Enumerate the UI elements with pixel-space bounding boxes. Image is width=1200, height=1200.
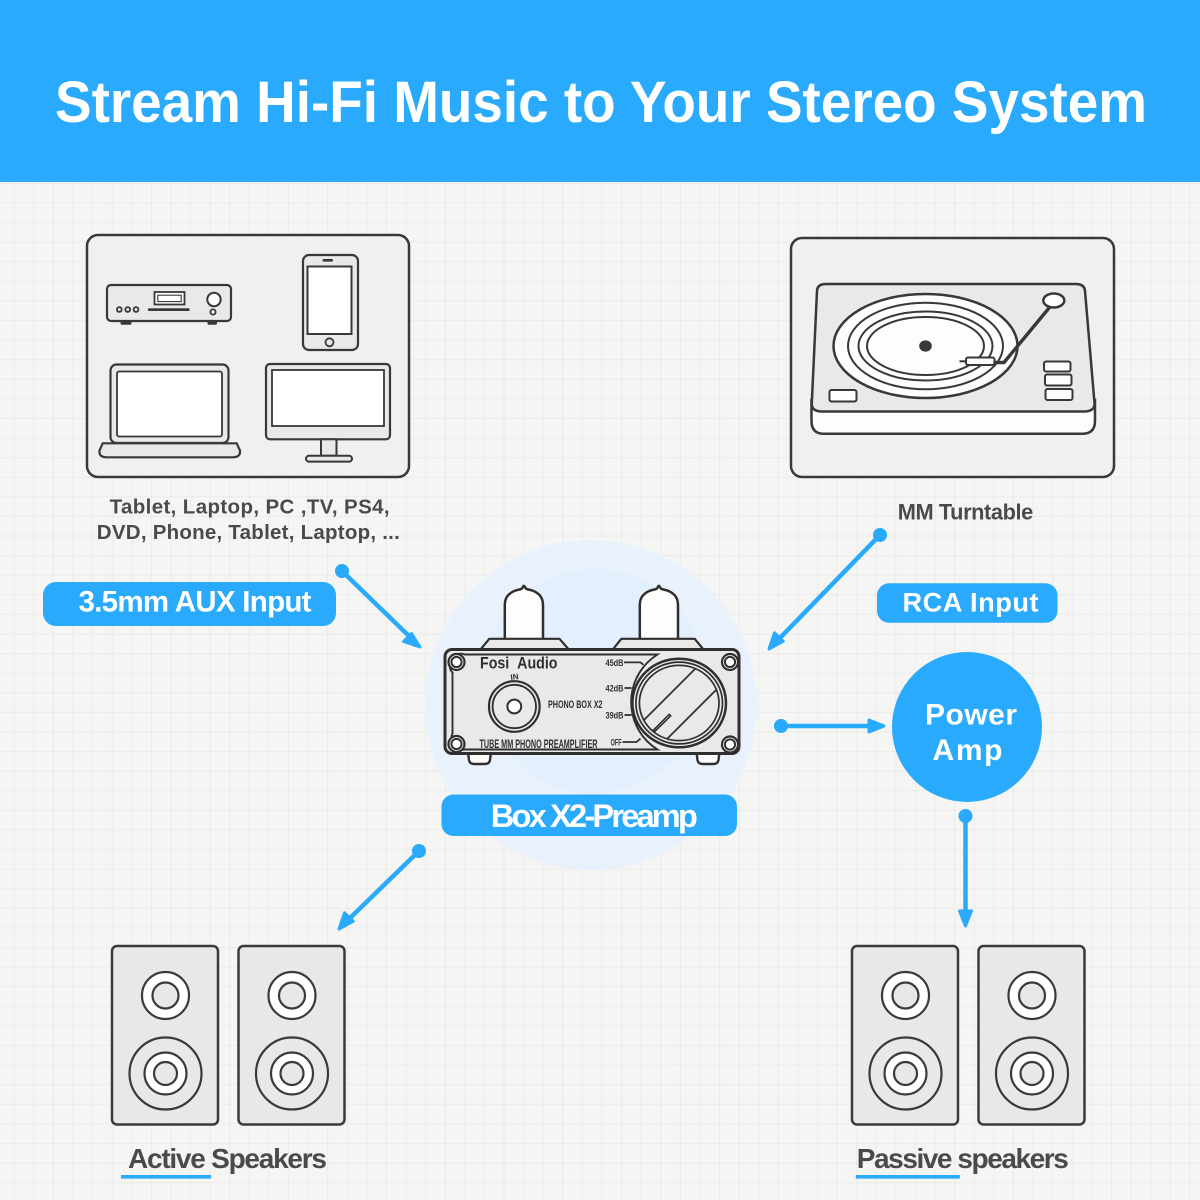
svg-text:MM Turntable: MM Turntable (898, 500, 1034, 525)
svg-text:RCA Input: RCA Input (903, 586, 1039, 617)
svg-text:Stream Hi-Fi Music to Your Ste: Stream Hi-Fi Music to Your Stereo System (55, 70, 1147, 135)
svg-text:OFF: OFF (611, 737, 622, 748)
svg-text:39dB: 39dB (606, 710, 624, 721)
svg-text:PHONO BOX X2: PHONO BOX X2 (548, 699, 603, 711)
svg-text:42dB: 42dB (606, 683, 624, 694)
svg-text:Power: Power (925, 699, 1017, 732)
svg-text:Fosi Audio: Fosi Audio (480, 655, 558, 673)
svg-text:Active Speakers: Active Speakers (128, 1143, 327, 1174)
svg-text:Passive speakers: Passive speakers (857, 1143, 1069, 1174)
svg-text:3.5mm AUX Input: 3.5mm AUX Input (79, 586, 312, 619)
svg-text:45dB: 45dB (606, 658, 624, 669)
svg-text:DVD, Phone, Tablet, Laptop, ..: DVD, Phone, Tablet, Laptop, ... (97, 521, 400, 544)
svg-text:Box X2-Preamp: Box X2-Preamp (491, 798, 698, 834)
svg-text:IN: IN (510, 672, 519, 682)
svg-text:TUBE MM PHONO PREAMPLIFIER: TUBE MM PHONO PREAMPLIFIER (480, 739, 598, 751)
svg-text:Amp: Amp (933, 734, 1003, 767)
svg-text:Tablet, Laptop, PC ,TV, PS4,: Tablet, Laptop, PC ,TV, PS4, (110, 495, 390, 518)
